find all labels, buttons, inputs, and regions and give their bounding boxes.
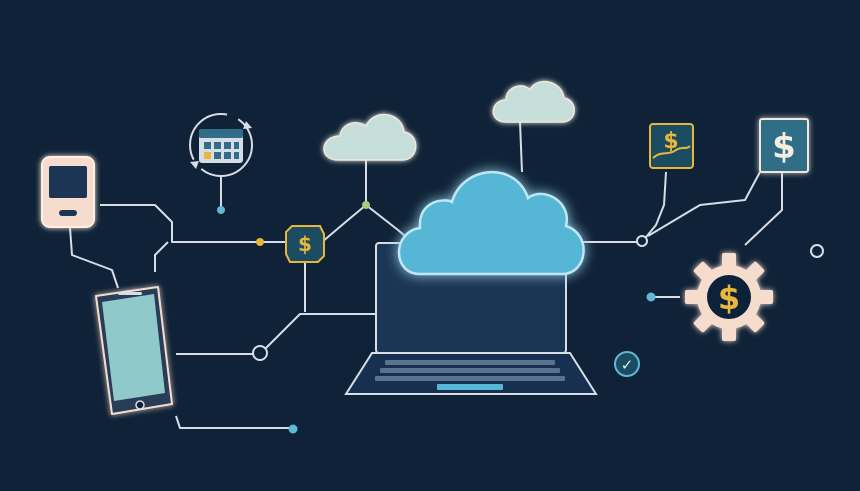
connector-top-phone-to-bottom-phone [69,227,119,289]
calendar-sync-icon [189,113,253,177]
connector-square-dollar-to-gear [744,172,783,246]
connector-dollar-to-cloud-left [321,160,367,243]
top-phone-icon [41,156,95,228]
dollar-badge-left-icon: $ [285,225,325,263]
junction-dot-yellow [256,238,264,246]
dollar-glyph-gear: $ [718,279,740,317]
bottom-phone-icon [95,286,173,415]
cloud-left-icon [323,113,417,161]
junction-dot-calendar [217,206,225,214]
junction-ring-left [252,345,268,361]
check-glyph: ✓ [621,356,634,374]
dollar-square-icon: $ [759,118,809,173]
cloud-right-icon [492,80,575,123]
floating-ring-icon [810,244,824,258]
connector-lines [69,121,783,429]
connector-to-main-cloud [365,204,406,237]
connector-to-square-dollar [647,171,761,237]
connector-branch-left [154,241,169,272]
dollar-gear-icon: $ [685,253,773,341]
check-badge-icon: ✓ [614,351,640,377]
laptop-keys [375,360,565,381]
dollar-chart-icon: $ [649,123,694,169]
dollar-glyph-chart: $ [663,129,678,154]
connector-cloud-right [519,121,523,173]
connector-top-phone-to-dollar [100,204,260,243]
dollar-glyph-left: $ [298,232,312,256]
main-cloud-icon [397,171,585,276]
connector-to-chart-dollar [641,171,667,243]
dollar-glyph-square: $ [772,127,796,167]
laptop-trackpad [437,384,503,390]
junction-ring-right [636,235,648,247]
junction-dot-bottom [288,424,298,434]
connector-phone-bottom [175,415,292,429]
connector-node-to-laptop [265,313,400,349]
junction-dot-green [362,201,370,209]
junction-dot-gear [646,292,656,302]
